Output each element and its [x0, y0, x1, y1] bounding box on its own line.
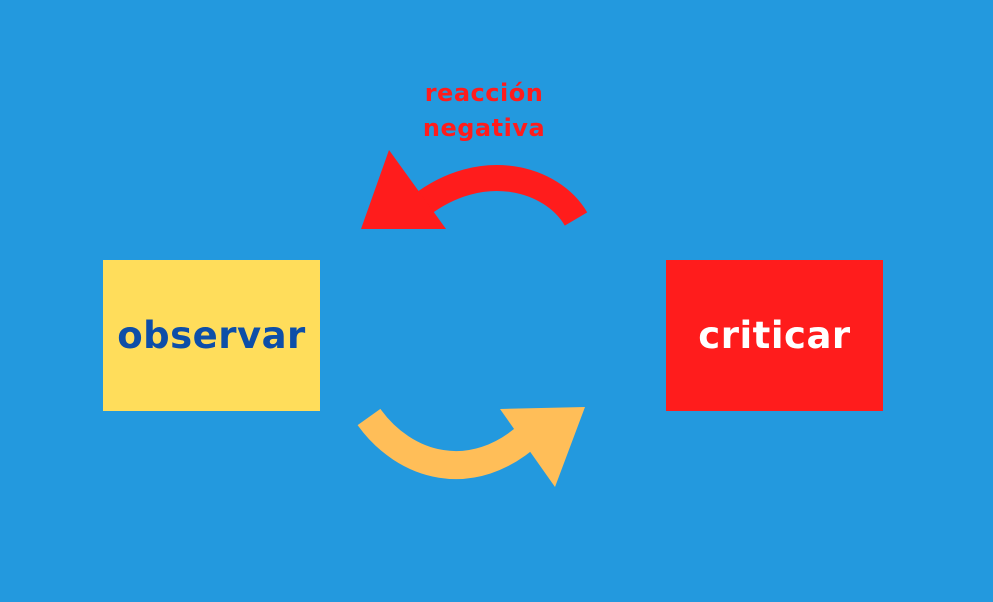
criticar-label: criticar	[698, 314, 851, 357]
observar-label: observar	[117, 314, 306, 357]
negative-reaction-arrowhead	[361, 150, 446, 229]
forward-arrowhead	[500, 407, 585, 487]
forward-arrow-shaft	[357, 408, 542, 480]
negative-reaction-label-line2: negativa	[422, 114, 546, 142]
forward-arrow	[357, 407, 585, 487]
negative-reaction-label: reacción negativa	[384, 76, 584, 146]
negative-reaction-arrow-shaft	[412, 165, 588, 227]
observar-box: observar	[103, 260, 320, 411]
negative-reaction-arrow	[361, 150, 588, 229]
negative-reaction-label-line1: reacción	[424, 79, 544, 107]
criticar-box: criticar	[666, 260, 883, 411]
